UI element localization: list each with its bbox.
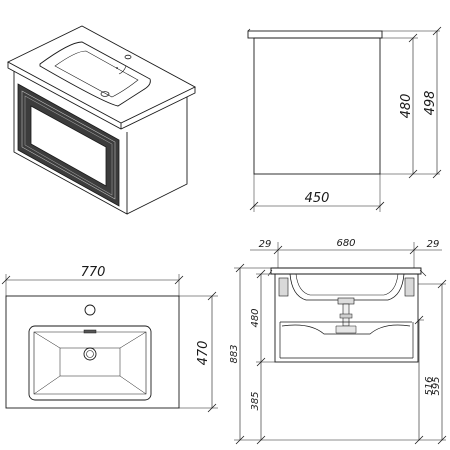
tap-hole-icon: [124, 54, 132, 60]
isometric-view: [7, 25, 196, 215]
basin-bowl: [39, 41, 151, 107]
dim-front-side-right: 29: [427, 239, 440, 250]
drawer-front: [17, 83, 120, 207]
top-view: 770 470: [1, 265, 218, 413]
basin-top: [28, 325, 152, 401]
siphon-icon: [335, 297, 357, 334]
drain-icon: [83, 347, 97, 361]
dim-side-body-height: 480: [399, 94, 414, 119]
side-view: 480 498 450: [247, 26, 442, 212]
dim-front-pipe-height: 516: [424, 376, 435, 395]
front-view: 29 680 29: [229, 238, 447, 445]
dim-top-depth: 470: [196, 341, 211, 366]
overflow-icon: [83, 329, 97, 334]
dim-top-width: 770: [81, 265, 106, 280]
dim-front-inner-width: 680: [336, 238, 355, 249]
tap-hole-icon: [84, 304, 96, 316]
dim-front-side-left: 29: [259, 239, 272, 250]
dim-side-total-height: 498: [423, 91, 438, 116]
dim-front-floor-clearance: 385: [250, 391, 261, 410]
dim-side-depth: 450: [305, 191, 330, 206]
dim-front-top-height: 595: [431, 376, 442, 395]
dim-front-body-height: 480: [250, 308, 261, 327]
dim-front-total-height: 883: [229, 344, 240, 363]
drain-icon: [100, 91, 110, 97]
